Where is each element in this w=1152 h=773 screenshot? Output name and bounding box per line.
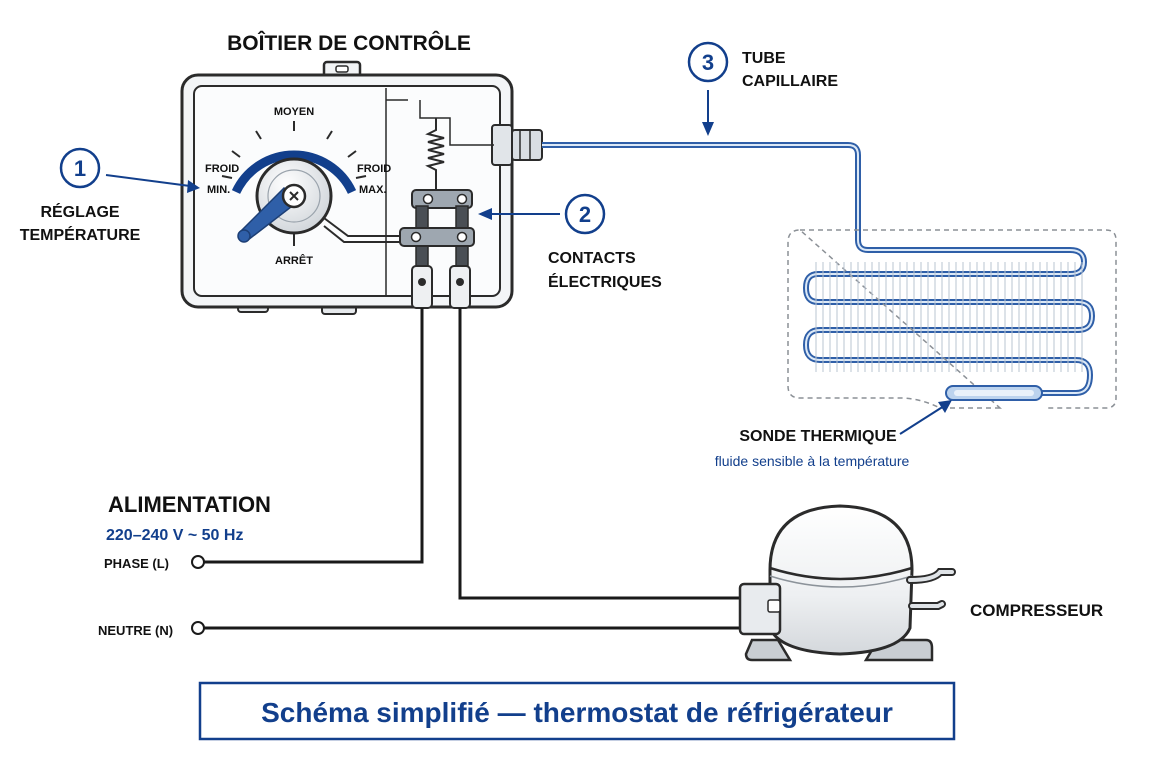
callout-3-line1: TUBE xyxy=(742,50,786,67)
sensor-sublabel: fluide sensible à la température xyxy=(715,453,910,469)
callout-1-line2: TEMPÉRATURE xyxy=(20,225,141,244)
phase-terminal xyxy=(191,555,205,569)
phase-label: PHASE (L) xyxy=(104,556,169,571)
compressor-label: COMPRESSEUR xyxy=(970,601,1103,620)
sensor-label: SONDE THERMIQUE xyxy=(739,428,897,445)
dial-label-bottom: ARRÊT xyxy=(275,254,313,267)
dial-label-right-1: FROID xyxy=(357,163,391,175)
dial-label-right-2: MAX. xyxy=(359,184,387,196)
callout-2-number: 2 xyxy=(579,202,591,227)
temperature-knob[interactable] xyxy=(237,157,333,243)
callout-3-line2: CAPILLAIRE xyxy=(742,73,838,90)
callout-2: 2 xyxy=(564,193,606,235)
dial-ticks xyxy=(221,121,367,246)
sensor-bulb xyxy=(945,385,1043,401)
spring xyxy=(425,118,445,190)
callout-arrows xyxy=(105,90,952,435)
callout-1: 1 xyxy=(59,147,101,189)
callout-2-line1: CONTACTS xyxy=(548,250,636,267)
evaporator xyxy=(787,229,1117,409)
callout-2-line2: ÉLECTRIQUES xyxy=(548,272,662,291)
dial-label-top: MOYEN xyxy=(274,106,314,118)
capillary-tube xyxy=(542,142,1095,396)
neutral-terminal xyxy=(191,621,205,635)
control-box-title: BOÎTIER DE CONTRÔLE xyxy=(227,31,471,55)
wiring xyxy=(198,308,750,630)
callout-3-number: 3 xyxy=(702,50,714,75)
page-title: Schéma simplifié — thermostat de réfrigé… xyxy=(261,697,893,728)
compressor xyxy=(738,504,956,662)
internal-capillary xyxy=(419,100,494,146)
neutral-label: NEUTRE (N) xyxy=(98,623,173,638)
switch-mechanism xyxy=(323,118,475,309)
dial-label-left-1: FROID xyxy=(205,163,239,175)
callout-1-number: 1 xyxy=(74,156,86,181)
dial-scale-arc xyxy=(231,150,357,194)
callout-3: 3 xyxy=(687,41,729,83)
power-spec: 220–240 V ~ 50 Hz xyxy=(106,527,243,544)
dial-label-left-2: MIN. xyxy=(207,184,230,196)
power-title: ALIMENTATION xyxy=(108,492,271,517)
title-box: Schéma simplifié — thermostat de réfrigé… xyxy=(198,681,956,741)
callout-1-line1: RÉGLAGE xyxy=(40,202,119,221)
